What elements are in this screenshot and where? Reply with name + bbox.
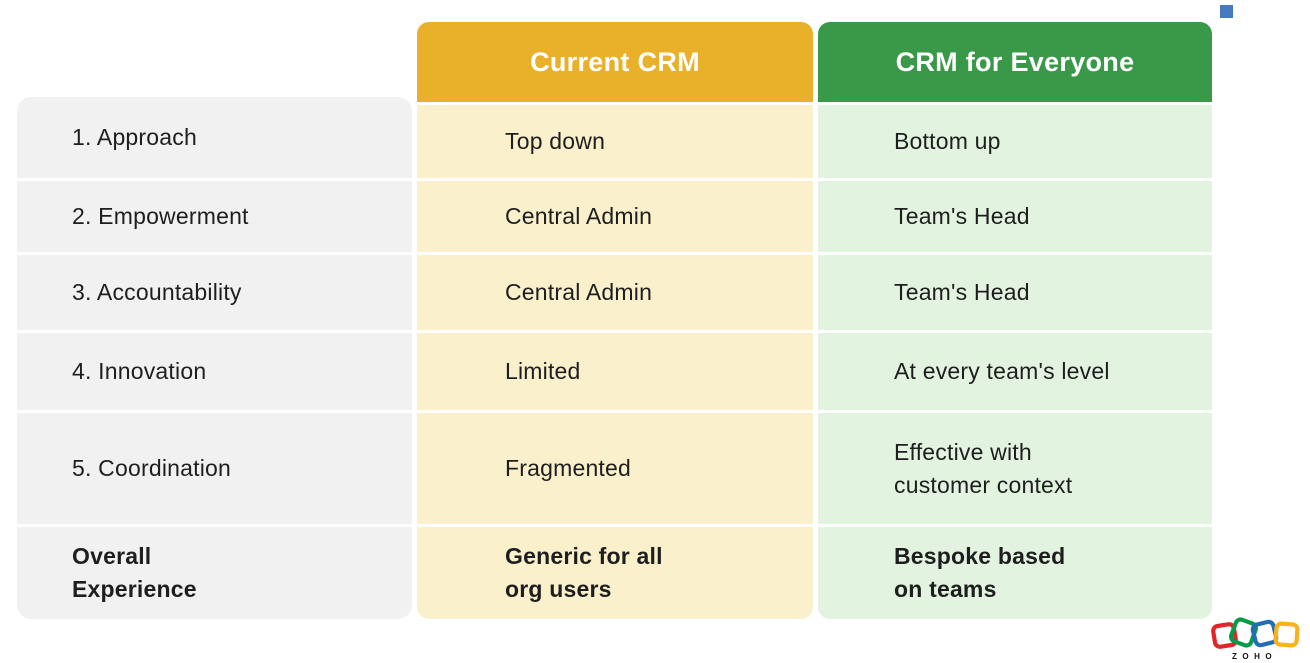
everyone-cell-overall: Bespoke based on teams bbox=[818, 527, 1212, 619]
zoho-logo: ZOHO bbox=[1211, 617, 1300, 661]
zoho-yellow-square-icon bbox=[1273, 621, 1300, 648]
current-crm-cell-approach: Top down bbox=[417, 105, 813, 178]
current-crm-cell-coordination: Fragmented bbox=[417, 413, 813, 524]
criteria-row-innovation: 4. Innovation bbox=[17, 333, 412, 410]
cell-text: Bespoke based on teams bbox=[894, 543, 1066, 602]
current-crm-column: Current CRM Top down Central Admin Centr… bbox=[417, 22, 813, 619]
everyone-cell-approach: Bottom up bbox=[818, 105, 1212, 178]
crm-for-everyone-header: CRM for Everyone bbox=[818, 22, 1212, 102]
criteria-label: 1. Approach bbox=[72, 124, 197, 151]
current-crm-cell-accountability: Central Admin bbox=[417, 255, 813, 330]
cell-text: Limited bbox=[505, 358, 581, 385]
criteria-label: 3. Accountability bbox=[72, 279, 242, 306]
everyone-cell-coordination: Effective with customer context bbox=[818, 413, 1212, 524]
everyone-cell-innovation: At every team's level bbox=[818, 333, 1212, 410]
criteria-row-coordination: 5. Coordination bbox=[17, 413, 412, 524]
criteria-label: 5. Coordination bbox=[72, 455, 231, 482]
cell-text: Central Admin bbox=[505, 203, 653, 230]
column-title: CRM for Everyone bbox=[895, 46, 1135, 77]
criteria-row-approach: 1. Approach bbox=[17, 97, 412, 178]
current-crm-cell-empowerment: Central Admin bbox=[417, 181, 813, 252]
criteria-label: 4. Innovation bbox=[72, 358, 207, 385]
current-crm-cell-innovation: Limited bbox=[417, 333, 813, 410]
everyone-cell-empowerment: Team's Head bbox=[818, 181, 1212, 252]
cell-text: Central Admin bbox=[505, 279, 653, 306]
current-crm-cell-overall: Generic for all org users bbox=[417, 527, 813, 619]
corner-accent-square bbox=[1220, 5, 1233, 18]
criteria-label: 2. Empowerment bbox=[72, 203, 249, 230]
cell-text: Team's Head bbox=[894, 279, 1030, 306]
zoho-red-square-icon bbox=[1211, 622, 1238, 649]
criteria-row-accountability: 3. Accountability bbox=[17, 255, 412, 330]
cell-text: Fragmented bbox=[505, 455, 632, 482]
column-title: Current CRM bbox=[530, 46, 700, 77]
criteria-label: Overall Experience bbox=[72, 543, 197, 602]
criteria-row-empowerment: 2. Empowerment bbox=[17, 181, 412, 252]
cell-text: Effective with customer context bbox=[894, 438, 1073, 498]
cell-text: Bottom up bbox=[894, 128, 1001, 155]
crm-for-everyone-column: CRM for Everyone Bottom up Team's Head T… bbox=[818, 22, 1212, 619]
criteria-row-overall-experience: Overall Experience bbox=[17, 527, 412, 619]
everyone-cell-accountability: Team's Head bbox=[818, 255, 1212, 330]
zoho-wordmark: ZOHO bbox=[1232, 652, 1277, 661]
cell-text: At every team's level bbox=[894, 358, 1110, 385]
zoho-blue-square-icon bbox=[1250, 619, 1279, 648]
cell-text: Team's Head bbox=[894, 203, 1030, 230]
criteria-column: 1. Approach 2. Empowerment 3. Accountabi… bbox=[17, 97, 412, 619]
current-crm-header: Current CRM bbox=[417, 22, 813, 102]
cell-text: Generic for all org users bbox=[505, 543, 663, 602]
cell-text: Top down bbox=[505, 128, 606, 155]
